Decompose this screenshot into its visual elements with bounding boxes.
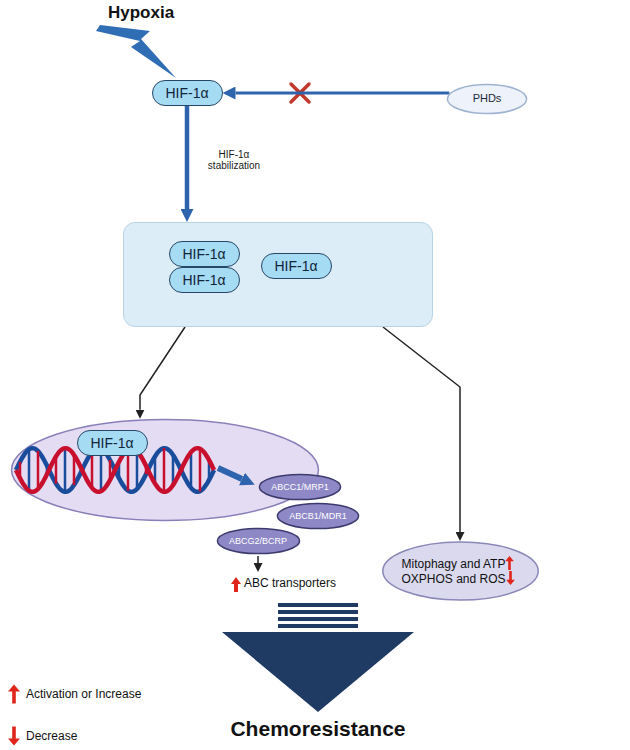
result-arrow	[222, 603, 414, 712]
connector-arrow	[185, 106, 190, 209]
node-text: HIF-1α	[165, 85, 208, 102]
dna-helix	[10, 418, 320, 522]
legend-entry: Decrease	[8, 726, 77, 746]
decrease-arrow	[8, 726, 20, 746]
protein-pill: HIF-1α	[169, 241, 240, 267]
decrease-arrow	[506, 571, 515, 585]
arrow	[257, 556, 259, 563]
legend-text: Activation or Increase	[26, 687, 141, 701]
node-text: ABCC1/MRP1	[271, 482, 329, 493]
ellipse-outline	[382, 541, 539, 601]
node-text: HIF-1α	[182, 272, 225, 289]
cytoplasm-box: HIF-1αHIF-1αHIF-1α	[123, 222, 433, 327]
connector-arrow	[236, 92, 450, 95]
node-text: Mitophagy and ATP	[402, 556, 519, 571]
node-text: OXPHOS and ROS	[401, 571, 518, 586]
enzyme-ellipse: PHDs	[447, 84, 527, 114]
connector-arrow	[383, 327, 460, 532]
lightning-bolt	[96, 25, 176, 78]
node-text: ABCG2/BCRP	[229, 536, 287, 547]
transporter-ellipse: ABCC1/MRP1	[259, 474, 341, 500]
protein-pill: HIF-1α	[152, 80, 223, 106]
effect-ellipse: Mitophagy and ATPOXPHOS and ROS	[382, 541, 539, 601]
protein-pill: HIF-1α	[77, 430, 148, 456]
node-text: ABCB1/MDR1	[289, 511, 347, 522]
increase-arrow	[505, 556, 514, 570]
increase-arrow	[8, 684, 20, 704]
legend-entry: Activation or Increase	[8, 684, 141, 704]
node-text: HIF-1α	[90, 435, 133, 452]
legend-text: Decrease	[26, 729, 77, 743]
transporter-ellipse: ABCB1/MDR1	[277, 503, 359, 529]
stimulus-label: Hypoxia	[108, 3, 174, 23]
protein-pill: HIF-1α	[169, 267, 240, 293]
outcome-label: Chemoresistance	[230, 716, 405, 741]
nucleus-ellipse: HIF-1αABCC1/MRP1ABCB1/MDR1ABCG2/BCRP	[10, 418, 320, 522]
result-label: ABC transporters	[244, 576, 336, 590]
node-text: HIF-1α	[274, 258, 317, 275]
connector-arrow	[140, 327, 185, 410]
protein-pill: HIF-1α	[261, 253, 332, 279]
edge-label: HIF-1α stabilization	[195, 149, 273, 172]
expression-arrow	[218, 468, 242, 479]
transporter-ellipse: ABCG2/BCRP	[217, 528, 300, 554]
increase-arrow	[231, 577, 241, 592]
node-text: HIF-1α	[182, 246, 225, 263]
node-text: PHDs	[473, 92, 502, 105]
